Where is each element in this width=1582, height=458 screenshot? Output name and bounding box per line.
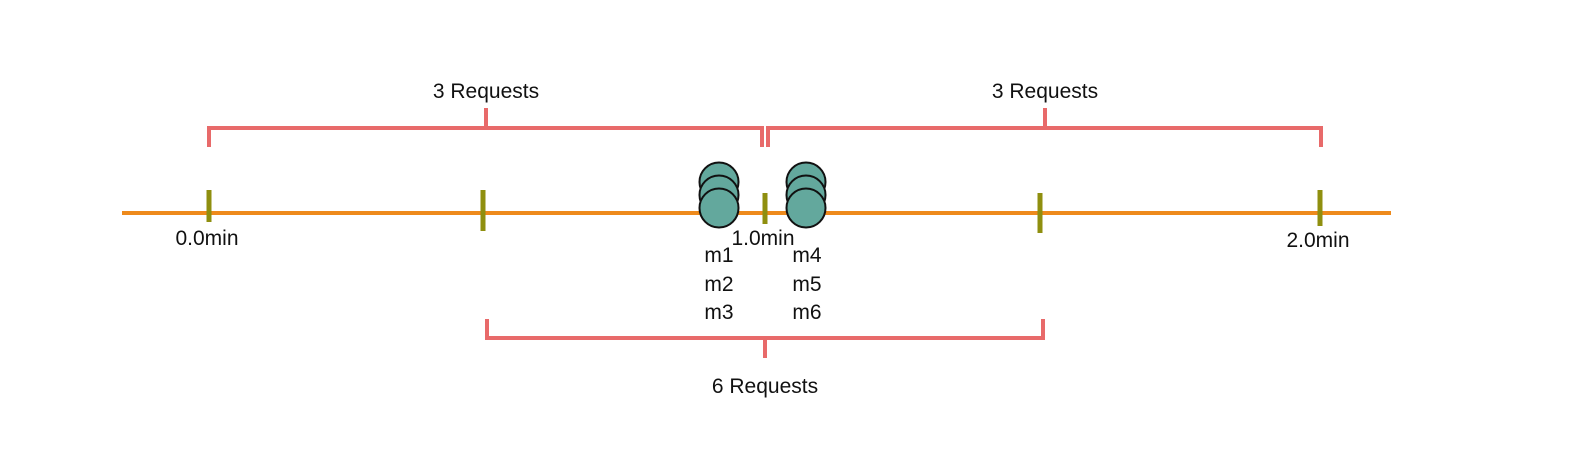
timeline-ticks xyxy=(206,190,1323,233)
message-label-m3: m3 xyxy=(704,301,733,324)
message-group-2: m4 m5 m6 xyxy=(785,161,827,324)
tick-label-4: 2.0min xyxy=(1286,229,1349,252)
tick-label-0: 0.0min xyxy=(175,227,238,250)
message-group-1: m1 m2 m3 xyxy=(698,161,740,324)
sliding-window-bracket: 6 Requests xyxy=(485,319,1045,398)
message-label-m4: m4 xyxy=(792,244,821,267)
message-label-m1: m1 xyxy=(704,244,733,267)
message-label-m6: m6 xyxy=(792,301,821,324)
message-circle-m6 xyxy=(785,187,827,229)
message-label-m2: m2 xyxy=(704,273,733,296)
message-circle-m3 xyxy=(698,187,740,229)
first-window-bracket: 3 Requests xyxy=(207,80,764,147)
second-window-bracket: 3 Requests xyxy=(766,80,1323,147)
tick-label-2: 1.0min xyxy=(731,227,794,250)
message-label-m5: m5 xyxy=(792,273,821,296)
first-window-label: 3 Requests xyxy=(433,80,539,103)
sliding-window-label: 6 Requests xyxy=(712,375,818,398)
second-window-label: 3 Requests xyxy=(992,80,1098,103)
